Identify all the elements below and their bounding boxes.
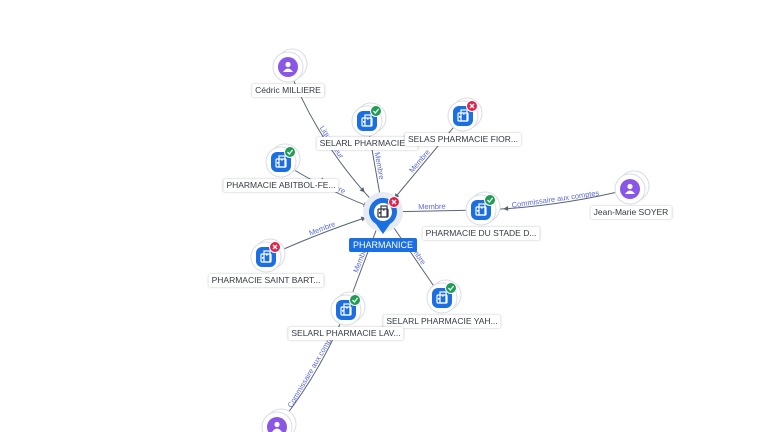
node-jeanmarie[interactable]	[614, 170, 650, 205]
node-label-abitbol[interactable]: PHARMACIE ABITBOL-FE...	[223, 179, 339, 192]
center-node[interactable]	[363, 192, 403, 234]
check-badge-icon	[484, 194, 496, 206]
edge-arrow	[503, 206, 509, 212]
check-badge-icon	[284, 146, 296, 158]
edge-label: Commissaire aux comptes	[286, 328, 339, 409]
node-label-jeanmarie[interactable]: Jean-Marie SOYER	[590, 206, 672, 219]
node-label-yah[interactable]: SELARL PHARMACIE YAH...	[383, 315, 501, 328]
node-label-cedric[interactable]: Cédric MILLIERE	[252, 84, 324, 97]
node-bottomperson[interactable]	[261, 408, 297, 432]
edge-label: Membre	[407, 148, 432, 175]
check-badge-icon	[370, 105, 382, 117]
check-badge-icon	[445, 282, 457, 294]
node-label-selarl1[interactable]: SELARL PHARMACIE ...	[316, 137, 418, 150]
node-stade[interactable]	[465, 191, 501, 226]
node-label-saintbart[interactable]: PHARMACIE SAINT BART...	[208, 274, 324, 287]
node-label-stade[interactable]: PHARMACIE DU STADE D...	[422, 227, 540, 240]
node-saintbart[interactable]	[250, 238, 286, 273]
node-abitbol[interactable]	[265, 143, 301, 178]
edge-label: Commissaire aux comptes	[511, 188, 600, 209]
node-label-lav[interactable]: SELARL PHARMACIE LAV...	[288, 327, 404, 340]
check-badge-icon	[349, 294, 361, 306]
edge-arrow	[359, 187, 365, 193]
node-cedric[interactable]	[272, 48, 308, 83]
node-selarl1[interactable]	[351, 102, 387, 137]
node-label-selas[interactable]: SELAS PHARMACIE FIOR...	[404, 133, 522, 146]
node-selas[interactable]	[447, 97, 483, 132]
edge-label: Membre	[418, 202, 446, 212]
edge-label: Membre	[308, 219, 337, 237]
node-lav[interactable]	[330, 291, 366, 326]
center-node-label[interactable]: PHARMANICE	[348, 238, 418, 252]
node-yah[interactable]	[426, 279, 462, 314]
